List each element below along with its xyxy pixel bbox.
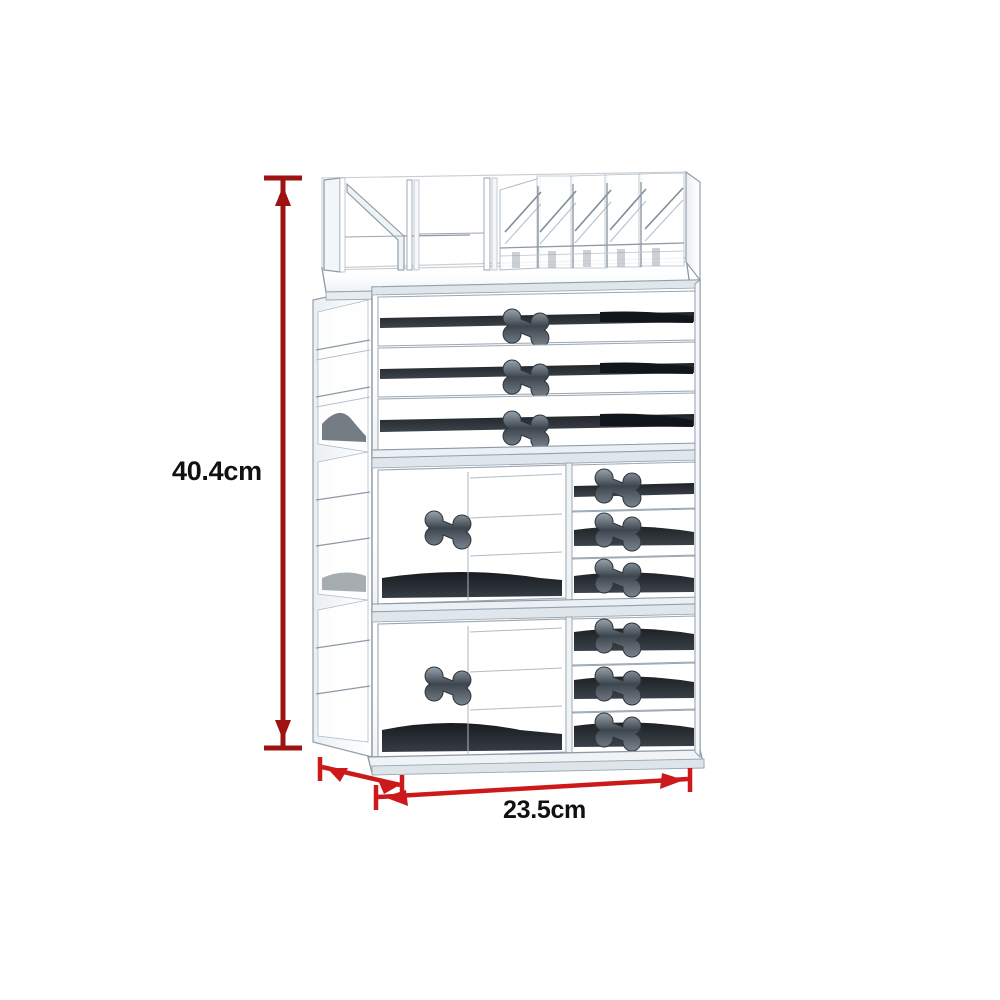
height-dimension-line [264,175,302,751]
drawer-right-2[interactable] [571,662,696,713]
drawer-row[interactable] [377,341,696,399]
height-dimension-label: 40.4cm [172,456,262,486]
drawer-handle-bow-tie[interactable] [502,308,550,348]
drawer-handle-bow-tie[interactable] [594,712,642,752]
drawer-right-1[interactable] [571,461,696,512]
organizer-body [312,170,705,776]
drawer-handle-bow-tie[interactable] [594,558,642,598]
drawer-handle-bow-tie[interactable] [594,512,642,552]
drawer-right-1[interactable] [571,615,696,666]
tray-lipstick-slots [499,172,685,271]
drawer-handle-bow-tie[interactable] [424,510,472,550]
drawer-handle-bow-tie[interactable] [594,468,642,508]
upper-drawer-unit [371,279,701,465]
drawer-handle-bow-tie[interactable] [502,410,550,450]
width-dimension-line [373,768,693,810]
width-dimension-label: 23.5cm [503,796,586,824]
drawer-large-left[interactable] [377,618,567,759]
left-side-panel [312,286,373,758]
drawer-row[interactable] [377,290,696,348]
tray-left-compartment [323,177,498,273]
right-side-panel [694,279,701,759]
depth-dimension-line [317,757,405,798]
bottom-drawer-unit [367,603,705,776]
drawer-row[interactable] [377,392,696,451]
drawer-handle-bow-tie[interactable] [502,359,550,399]
drawer-handle-bow-tie[interactable] [424,666,472,706]
drawer-handle-bow-tie[interactable] [594,666,642,706]
drawer-handle-bow-tie[interactable] [594,618,642,658]
drawer-right-3[interactable] [571,709,696,760]
